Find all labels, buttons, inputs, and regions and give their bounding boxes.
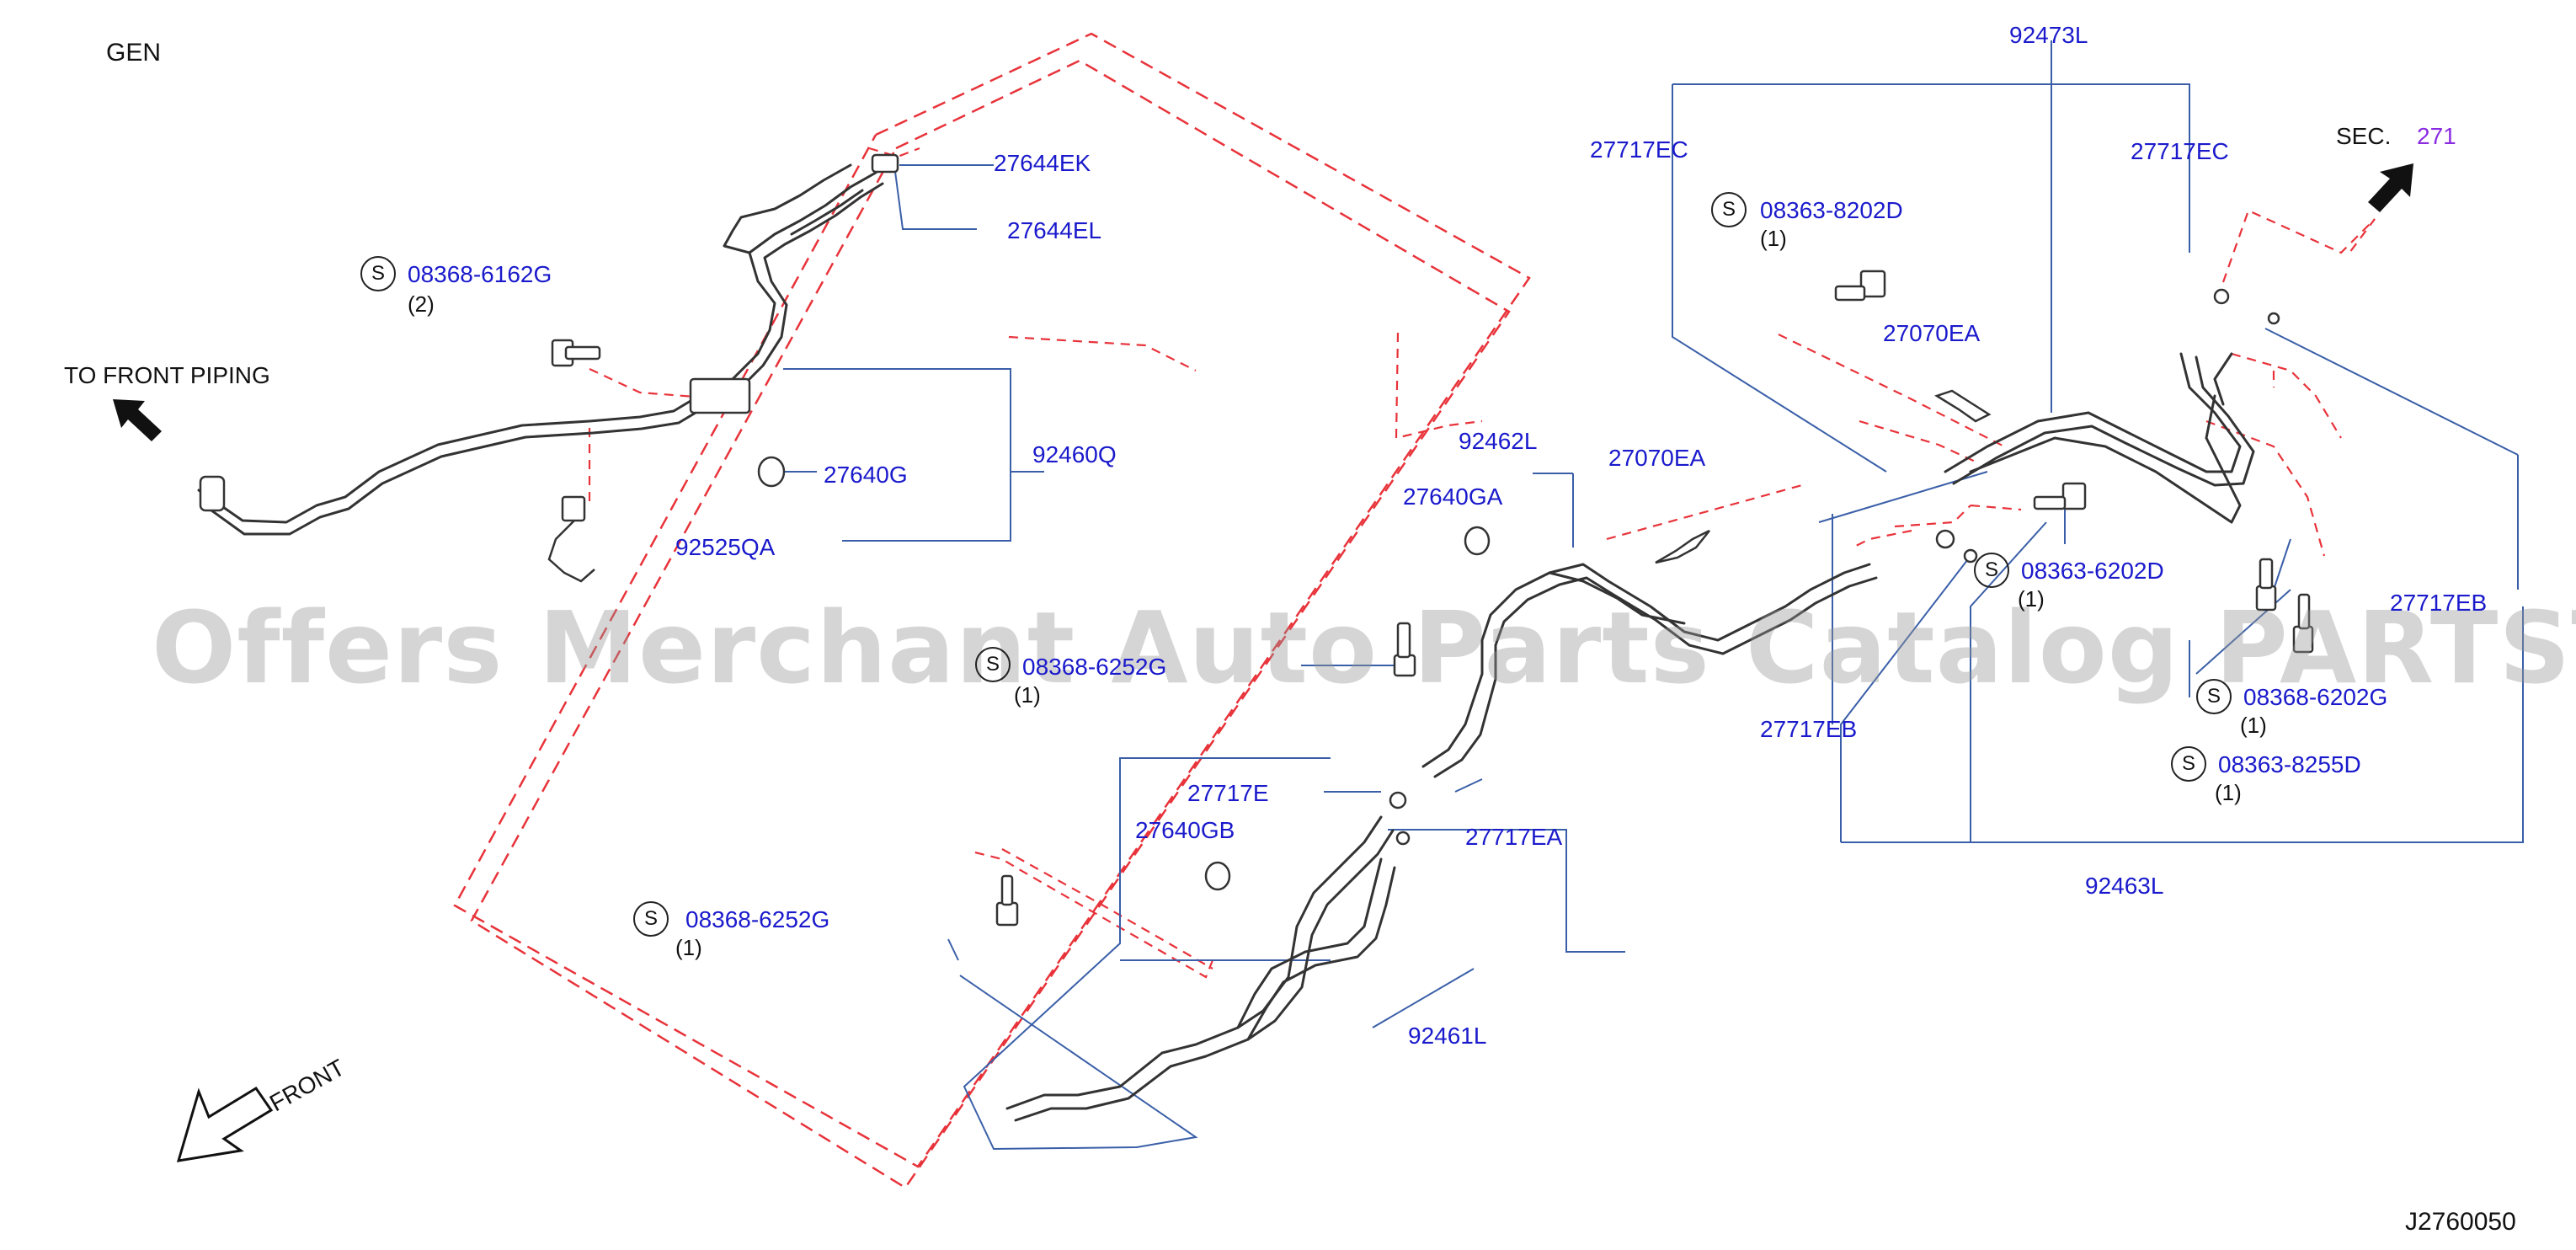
symbol-s-08363-8255D: S (2171, 746, 2206, 782)
to-front-piping-caption: TO FRONT PIPING (64, 362, 270, 388)
dashed-guide-lines (588, 147, 2376, 979)
o-ring-27717EA (1395, 831, 1411, 846)
callout-27644EK[interactable]: 27644EK (994, 150, 1091, 176)
callout-92473L[interactable]: 92473L (2009, 22, 2088, 48)
callout-27717E[interactable]: 27717E (1187, 780, 1269, 806)
diagram-code: J2760050 (2405, 1208, 2516, 1236)
variant-label: GEN (106, 39, 162, 67)
bracket (689, 377, 751, 414)
arrow-to-front-piping (113, 399, 162, 441)
callout-27717EC-b[interactable]: 27717EC (2131, 138, 2229, 164)
leader-lines (758, 40, 2524, 1151)
bolts (551, 270, 2314, 927)
o-ring-27717EB (1963, 548, 1978, 564)
connector (199, 475, 226, 512)
sec-caption: SEC. (2336, 123, 2392, 149)
callout-08368-6202G[interactable]: 08368-6202G (2243, 684, 2388, 710)
arrow-front (176, 1086, 274, 1162)
symbol-s-08368-6252G-a: S (975, 647, 1011, 682)
callout-27717EC-a[interactable]: 27717EC (1590, 136, 1688, 163)
symbol-s-08363-6202D: S (1974, 553, 2009, 588)
callout-92461L[interactable]: 92461L (1408, 1023, 1487, 1049)
callout-92462L[interactable]: 92462L (1459, 428, 1538, 454)
callout-92460Q[interactable]: 92460Q (1032, 441, 1117, 467)
callout-08368-6252G-b[interactable]: 08368-6252G (685, 906, 830, 932)
callout-08368-6162G[interactable]: 08368-6162G (408, 261, 552, 287)
callout-27640GB[interactable]: 27640GB (1135, 817, 1235, 843)
dashed-guide-boundary (453, 32, 1531, 1189)
clamp-27070EA-a (1655, 529, 1710, 564)
callout-92463L[interactable]: 92463L (2085, 873, 2164, 899)
callout-27717EA[interactable]: 27717EA (1465, 824, 1563, 850)
callout-27070EA-b[interactable]: 27070EA (1883, 320, 1981, 346)
symbol-s-08368-6252G-b: S (633, 901, 669, 937)
callout-27640G[interactable]: 27640G (824, 462, 908, 488)
callout-08363-8202D[interactable]: 08363-8202D (1760, 197, 1903, 223)
grommet-27640GA (1464, 526, 1491, 556)
o-ring-27717EC-b (2213, 288, 2230, 305)
symbol-s-08363-8202D: S (1711, 192, 1747, 227)
components (199, 153, 2280, 891)
symbol-s-08368-6202G: S (2196, 679, 2232, 714)
qty-08363-8255D: (1) (2215, 780, 2242, 805)
qty-08368-6202G: (1) (2240, 713, 2267, 738)
bolt-08368-6252G-b (995, 901, 1019, 927)
qty-08363-8202D: (1) (1760, 226, 1787, 251)
clamp-27070EA-b (1934, 389, 1992, 423)
callout-08368-6252G-a[interactable]: 08368-6252G (1022, 654, 1167, 680)
qty-08363-6202D: (1) (2018, 586, 2045, 612)
bolt-08363-8202D (1859, 270, 1886, 298)
clip-92525QA (561, 495, 586, 522)
callout-27717EB-b[interactable]: 27717EB (2390, 590, 2488, 616)
symbol-s-08368-6162G: S (360, 256, 396, 291)
callout-27717EB-a[interactable]: 27717EB (1760, 716, 1858, 742)
bolt-08363-6202D (2061, 482, 2087, 510)
callout-27644EL[interactable]: 27644EL (1007, 217, 1102, 243)
callout-08363-8255D[interactable]: 08363-8255D (2218, 751, 2361, 777)
o-ring-27717EC-a (1935, 529, 1955, 549)
qty-08368-6252G-b: (1) (675, 935, 702, 960)
callout-92525QA[interactable]: 92525QA (675, 534, 776, 560)
grommet-27640GB (1204, 861, 1231, 891)
callout-08363-6202D[interactable]: 08363-6202D (2021, 558, 2164, 584)
qty-08368-6252G-a: (1) (1014, 682, 1041, 708)
arrow-sec-271 (2368, 163, 2413, 212)
sec-number[interactable]: 271 (2417, 123, 2456, 149)
qty-08368-6162G: (2) (408, 291, 435, 317)
fitting (871, 153, 899, 174)
grommet-27640G (757, 456, 786, 488)
direction-arrows (113, 163, 2413, 1162)
callout-27640GA[interactable]: 27640GA (1403, 483, 1503, 510)
clip-band (547, 520, 595, 583)
watermark: Offers Merchant Auto Parts Catalog PARTS… (152, 590, 2576, 706)
o-ring-27717E (1389, 791, 1407, 809)
o-ring-27717EB-b (2267, 312, 2280, 325)
callout-27070EA-a[interactable]: 27070EA (1608, 445, 1706, 471)
